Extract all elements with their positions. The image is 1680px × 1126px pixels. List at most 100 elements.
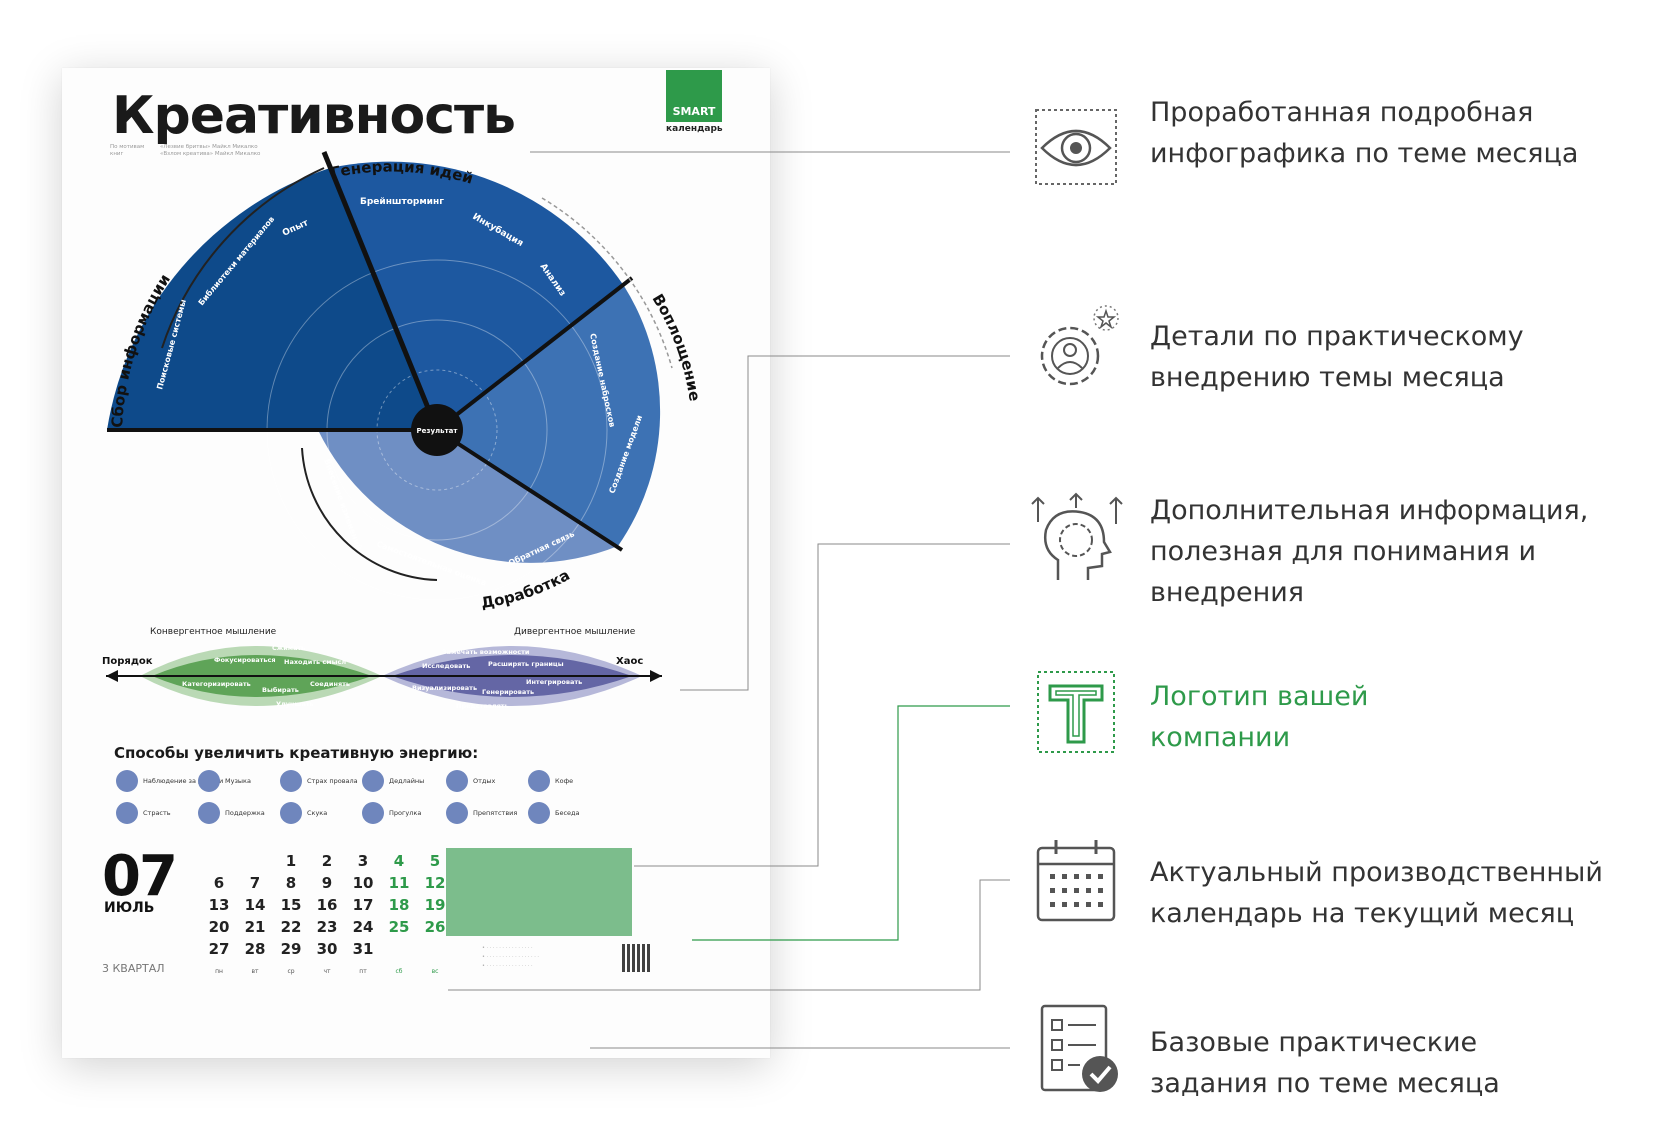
poster-credits-left: По мотивам книг [110,144,145,157]
weekday-label: чт [323,968,331,975]
segment-brainstorm: Брейншторминг [360,197,444,207]
chaos-label: Хаос [616,656,643,667]
poster: Креативность По мотивам книг «Лезвие бри… [62,68,770,1058]
div-word: Расширять границы [488,660,564,668]
calendar-day: 31 [352,940,374,958]
weekday-label: сб [395,968,403,975]
calendar-day: 24 [352,918,374,936]
eye-icon [1035,109,1117,185]
child-icon [116,770,138,792]
gear-person-icon [1040,305,1119,386]
energy-item: Препятствия [446,802,517,824]
calendar-day: 19 [424,896,446,914]
div-word: Генерировать [482,688,534,696]
energy-item: Беседа [528,802,580,824]
calendar-day: 12 [424,874,446,892]
energy-item: Кофе [528,770,573,792]
calendar-day: 1 [285,852,297,870]
deadline-icon [362,770,384,792]
month-number: 07 [102,844,178,909]
brand-subtitle: календарь [666,124,723,134]
poster-title: Креативность [112,86,516,146]
calendar-day: 30 [316,940,338,958]
energy-title: Способы увеличить креативную энергию: [114,744,479,762]
calendar-day: 21 [244,918,266,936]
calendar-day: 13 [208,896,230,914]
calendar-day: 17 [352,896,374,914]
wheel-sector-implement [437,286,661,546]
conv-word: Фокусироваться [214,656,276,664]
energy-item: Наблюдение за детьми [116,770,223,792]
logo-t-icon [1037,671,1115,753]
obstacle-icon [446,802,468,824]
passion-icon [116,802,138,824]
calendar-day: 7 [249,874,261,892]
calendar-day: 2 [321,852,333,870]
energy-item: Скука [280,802,327,824]
feature-tasks: Базовые практические задания по теме мес… [1150,1027,1500,1099]
calendar-day: 3 [357,852,369,870]
energy-item: Отдых [446,770,495,792]
conv-word: Выбирать [262,686,299,694]
calendar-day: 29 [280,940,302,958]
energy-item: Музыка [198,770,251,792]
calendar-day: 23 [316,918,338,936]
creativity-wheel: Результат Генерация идей Сбор информации… [107,151,704,612]
weekday-label: пн [215,968,223,975]
calendar-day: 14 [244,896,266,914]
energy-item: Дедлайны [362,770,424,792]
month-name: ИЮЛЬ [104,900,155,916]
rest-icon [446,770,468,792]
energy-item: Страсть [116,802,171,824]
wheel-center-label: Результат [417,427,459,435]
calendar-day: 6 [213,874,225,892]
convergent-label: Конвергентное мышление [150,627,277,637]
boredom-icon [280,802,302,824]
calendar-day: 15 [280,896,302,914]
weekday-label: пт [359,968,367,975]
div-word: Представлять [456,702,509,710]
conv-word: Соединять [310,680,350,688]
feature-infographic: Проработанная подробная инфографика по т… [1150,97,1579,169]
weekday-label: вс [431,968,439,975]
company-logo-area [446,848,632,936]
qr-code [622,944,650,972]
calendar-day: 22 [280,918,302,936]
calendar-day: 28 [244,940,266,958]
div-word: Визуализировать [412,684,477,692]
wheel-center [411,404,463,456]
calendar-day: 27 [208,940,230,958]
weekday-label: вт [251,968,259,975]
feature-practical: Детали по практическому внедрению темы м… [1150,321,1524,393]
feature-logo: Логотип вашей компании [1150,681,1369,753]
quarter-label: 3 КВАРТАЛ [102,962,165,975]
energy-item: Страх провала [280,770,358,792]
coffee-icon [528,770,550,792]
music-icon [198,770,220,792]
brain-icon [1031,492,1123,580]
div-word: Исследовать [422,662,470,670]
phase-refine: Доработка [480,566,573,612]
brand-logo: SMART [666,70,722,122]
div-word: Интегрировать [526,678,582,686]
feature-calendar: Актуальный производственный календарь на… [1150,857,1603,929]
tasks-note: • · · · · · · · · · · · · · · ·• · · · ·… [482,945,539,969]
calendar-day: 5 [429,852,441,870]
feature-additional: Дополнительная информация, полезная для … [1150,495,1589,608]
walk-icon [362,802,384,824]
chat-icon [528,802,550,824]
calendar-day: 26 [424,918,446,936]
support-icon [198,802,220,824]
conv-word: Категоризировать [182,680,251,688]
energy-item: Прогулка [362,802,421,824]
conv-word: Сжимать [272,644,305,652]
conv-word: Находить смысл [284,658,346,666]
calendar-day: 18 [388,896,410,914]
wheel-sector-refine [318,430,618,563]
calendar-day: 20 [208,918,230,936]
calendar-day: 16 [316,896,338,914]
calendar-day: 11 [388,874,410,892]
calendar-day: 4 [393,852,405,870]
checklist-icon [1040,1004,1118,1092]
conv-word: Улучшать [276,700,314,708]
